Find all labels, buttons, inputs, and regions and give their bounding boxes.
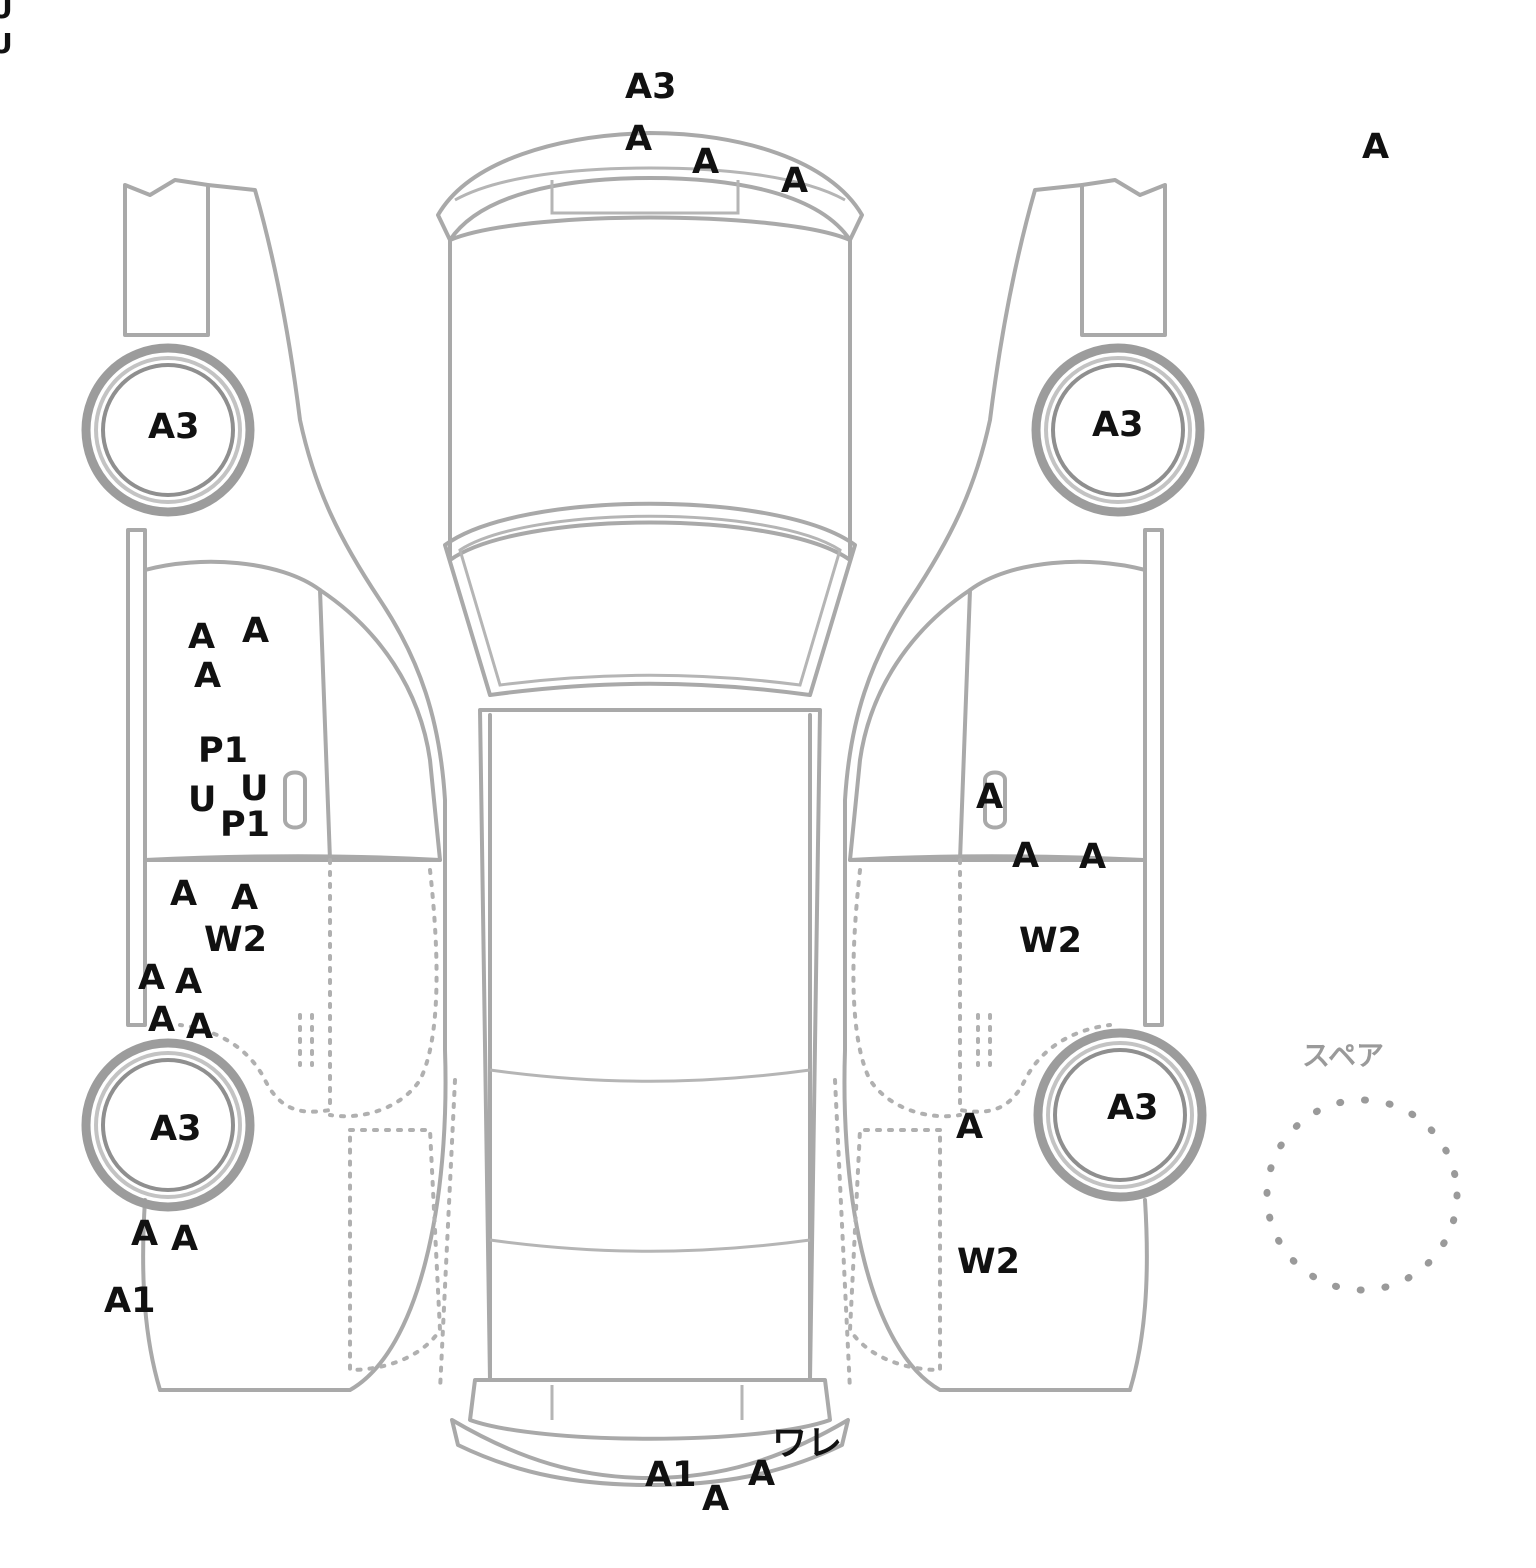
damage-mark: A: [748, 1454, 775, 1494]
damage-mark: A: [242, 611, 269, 651]
spare-damage-mark: A: [1362, 127, 1389, 167]
damage-mark: A: [956, 1107, 983, 1147]
damage-mark: A: [170, 874, 197, 914]
car-right-side-view: [833, 178, 1167, 1392]
damage-mark: A: [148, 1000, 175, 1040]
damage-mark: P1: [198, 731, 248, 771]
damage-mark: A: [976, 777, 1003, 817]
spare-label: スペア: [1302, 1039, 1384, 1072]
damage-mark: A: [175, 962, 202, 1002]
damage-mark: A: [194, 656, 221, 696]
damage-mark: ワレ: [772, 1424, 842, 1464]
damage-mark: A: [692, 142, 719, 182]
damage-mark: A: [186, 1007, 213, 1047]
damage-mark: A: [1012, 836, 1039, 876]
corner-mark: U: [0, 0, 13, 25]
damage-mark: W2: [1019, 921, 1082, 961]
damage-mark: U: [188, 780, 216, 820]
damage-mark: A1: [104, 1281, 155, 1321]
tire-right-front: [1031, 343, 1205, 517]
damage-mark: A: [231, 878, 258, 918]
damage-mark: A3: [1092, 405, 1143, 445]
damage-mark: A1: [645, 1455, 696, 1495]
damage-mark: U: [240, 769, 268, 809]
damage-marks: U U A A3 A A A A3 A3 A A A P1 U U P1 A A…: [0, 0, 1389, 1519]
damage-mark: A3: [1107, 1088, 1158, 1128]
damage-mark: A: [625, 119, 652, 159]
damage-mark: A: [171, 1219, 198, 1259]
damage-mark: A: [131, 1214, 158, 1254]
car-top-view: [436, 131, 864, 1487]
spare-tire: スペア: [1263, 1039, 1461, 1294]
damage-mark: A: [702, 1479, 729, 1519]
damage-mark: P1: [220, 805, 270, 845]
corner-mark: U: [0, 27, 13, 60]
tire-left-rear: [81, 1038, 255, 1212]
damage-mark: A: [781, 161, 808, 201]
damage-mark: A: [138, 958, 165, 998]
tire-left-front: [81, 343, 255, 517]
damage-mark: A3: [150, 1109, 201, 1149]
damage-mark: A: [1079, 837, 1106, 877]
damage-mark: A: [188, 617, 215, 657]
damage-mark: W2: [204, 920, 267, 960]
damage-mark: A3: [148, 407, 199, 447]
car-left-side-view: [123, 178, 457, 1392]
damage-mark: A3: [625, 67, 676, 107]
tire-right-rear: [1033, 1028, 1207, 1202]
damage-mark: W2: [957, 1242, 1020, 1282]
